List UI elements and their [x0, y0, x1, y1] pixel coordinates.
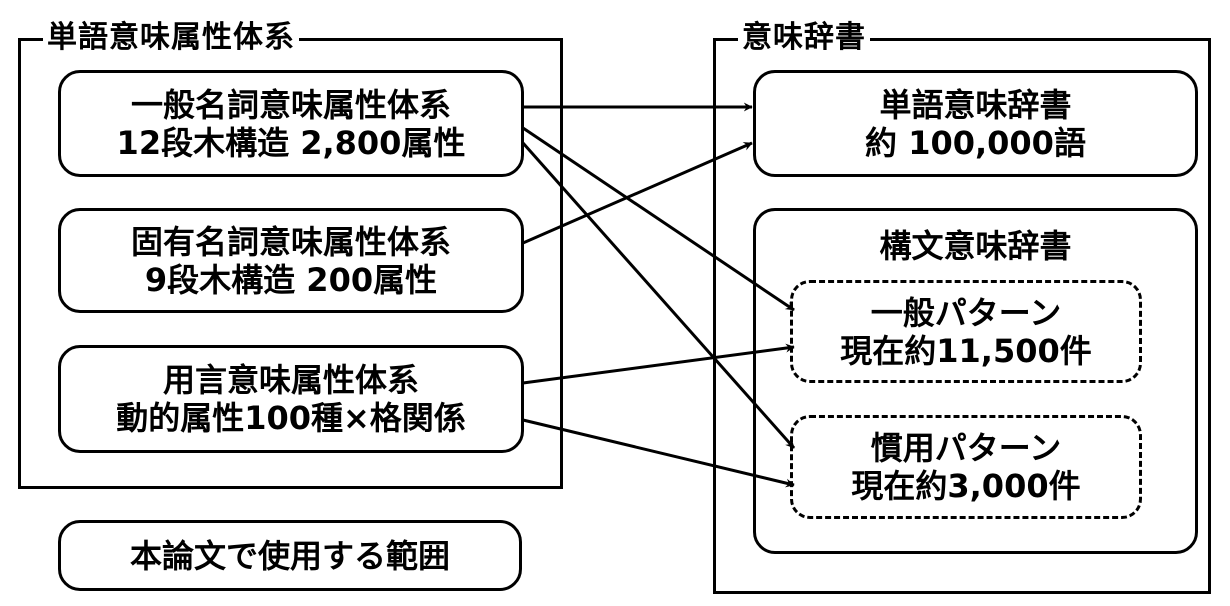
idiom-pattern-box[interactable]: 慣用パターン 現在約3,000件: [790, 415, 1142, 519]
general-pattern-title: 一般パターン: [870, 293, 1062, 332]
word-semantic-attribute-system-group: 単語意味属性体系: [18, 21, 563, 489]
general-noun-attribute-box[interactable]: 一般名詞意味属性体系 12段木構造 2,800属性: [58, 70, 524, 177]
proper-noun-title: 固有名詞意味属性体系: [130, 222, 451, 261]
predicate-attribute-box[interactable]: 用言意味属性体系 動的属性100種×格関係: [58, 345, 524, 453]
word-semantic-dictionary-box[interactable]: 単語意味辞書 約 100,000語: [753, 70, 1198, 177]
general-pattern-count: 現在約11,500件: [840, 331, 1092, 370]
predicate-detail: 動的属性100種×格関係: [116, 399, 466, 437]
general-noun-detail: 12段木構造 2,800属性: [116, 123, 466, 162]
general-pattern-box[interactable]: 一般パターン 現在約11,500件: [790, 280, 1142, 383]
syntax-dict-title: 構文意味辞書: [879, 227, 1072, 265]
left-group-title: 単語意味属性体系: [43, 21, 299, 55]
right-group-title: 意味辞書: [738, 21, 870, 55]
idiom-pattern-count: 現在約3,000件: [851, 467, 1081, 505]
idiom-pattern-title: 慣用パターン: [870, 429, 1062, 467]
general-noun-title: 一般名詞意味属性体系: [130, 85, 451, 124]
word-dict-title: 単語意味辞書: [879, 85, 1072, 124]
proper-noun-attribute-box[interactable]: 固有名詞意味属性体系 9段木構造 200属性: [58, 208, 524, 313]
legend-scope-box: 本論文で使用する範囲: [58, 520, 522, 591]
proper-noun-detail: 9段木構造 200属性: [144, 260, 438, 299]
legend-label: 本論文で使用する範囲: [129, 536, 450, 575]
word-dict-count: 約 100,000語: [865, 123, 1086, 162]
predicate-title: 用言意味属性体系: [162, 361, 419, 399]
